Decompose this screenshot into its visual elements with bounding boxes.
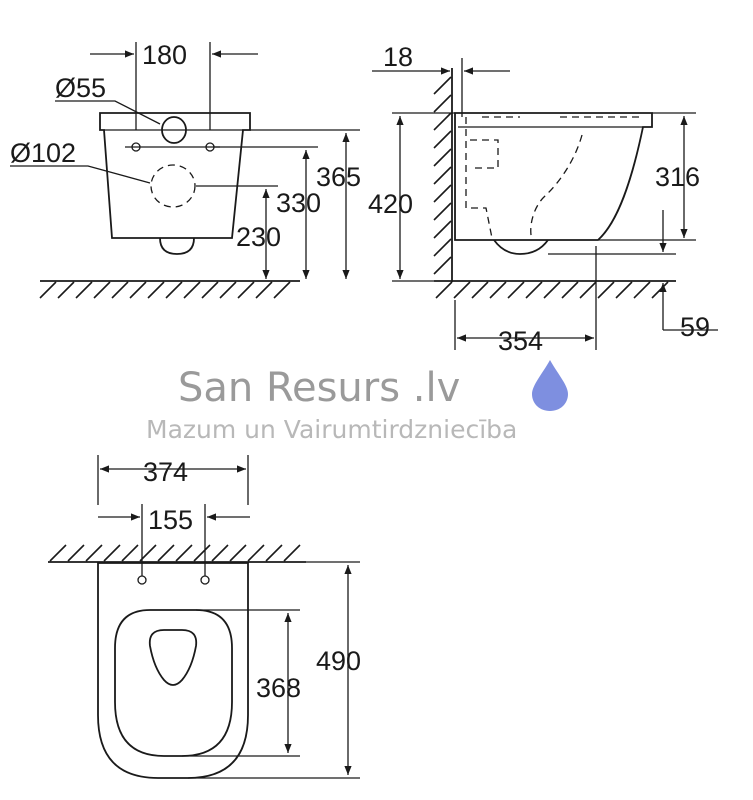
top-inner-bowl bbox=[148, 629, 198, 686]
brand-tagline: Mazum un Vairumtirdzniecība bbox=[146, 415, 517, 444]
brand-name: San Resurs .lv bbox=[178, 365, 460, 411]
top-bowl-outline bbox=[97, 562, 249, 779]
front-small-hole bbox=[161, 116, 187, 144]
front-view: 180 Ø55 Ø102 365 330 230 bbox=[10, 40, 361, 299]
side-trap-dashed bbox=[465, 116, 640, 241]
dim-230: 230 bbox=[236, 222, 281, 252]
side-outlet bbox=[493, 239, 549, 255]
side-floor-hatch bbox=[435, 281, 669, 299]
dim-small-hole-diameter: Ø55 bbox=[55, 73, 106, 103]
dim-330: 330 bbox=[276, 188, 321, 218]
dim-374: 374 bbox=[143, 457, 188, 487]
watermark: San Resurs .lv Mazum un Vairumtirdzniecī… bbox=[146, 360, 568, 444]
dim-368: 368 bbox=[256, 673, 301, 703]
top-wall-hatch bbox=[49, 544, 301, 562]
dim-490: 490 bbox=[316, 646, 361, 676]
water-drop-icon bbox=[532, 360, 568, 411]
side-wall-hatch bbox=[433, 76, 452, 275]
dim-365: 365 bbox=[316, 162, 361, 192]
dim-18: 18 bbox=[383, 42, 413, 72]
dim-large-hole-diameter: Ø102 bbox=[10, 138, 76, 168]
small-hole-leader bbox=[55, 100, 161, 125]
front-floor-hatch bbox=[39, 281, 291, 299]
dim-155: 155 bbox=[148, 505, 193, 535]
side-view: 18 420 316 59 354 bbox=[368, 42, 718, 356]
dim-354: 354 bbox=[498, 326, 543, 356]
dim-316: 316 bbox=[655, 162, 700, 192]
top-view: 374 155 368 490 bbox=[48, 455, 361, 779]
front-large-hole bbox=[150, 164, 196, 208]
front-outlet bbox=[159, 237, 195, 255]
dim-420: 420 bbox=[368, 189, 413, 219]
large-hole-leader bbox=[10, 165, 151, 184]
dim-180: 180 bbox=[142, 40, 187, 70]
dim-59: 59 bbox=[680, 312, 710, 342]
side-bowl-outline bbox=[454, 112, 653, 241]
